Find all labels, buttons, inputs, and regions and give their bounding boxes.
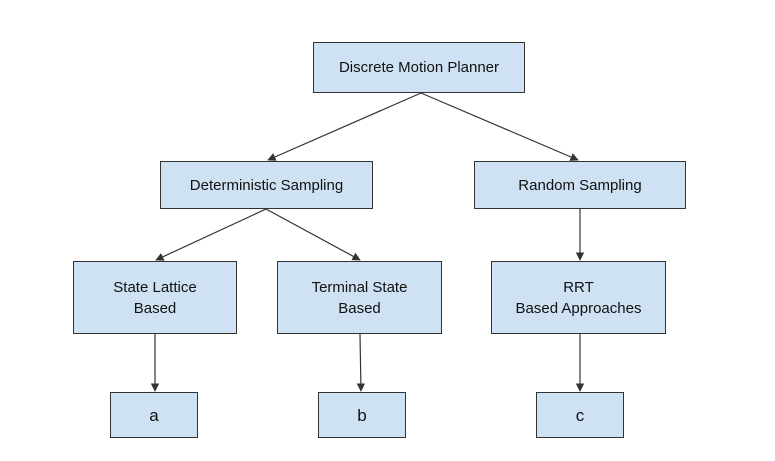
node-discrete-motion-planner: Discrete Motion Planner [313,42,525,93]
edge-root-to-random [420,92,579,161]
node-random-sampling: Random Sampling [474,161,686,209]
node-c: c [536,392,624,438]
edge-terminal-to-b [356,333,366,392]
node-b: b [318,392,406,438]
node-a: a [110,392,198,438]
node-state-lattice-based: State Lattice Based [73,261,237,334]
node-deterministic-sampling: Deterministic Sampling [160,161,373,209]
node-terminal-state-based: Terminal State Based [277,261,442,334]
node-rrt-based-approaches: RRT Based Approaches [491,261,666,334]
edge-deterministic-to-terminal [265,208,361,261]
edge-root-to-deterministic [267,92,422,161]
edge-deterministic-to-lattice [155,208,267,261]
